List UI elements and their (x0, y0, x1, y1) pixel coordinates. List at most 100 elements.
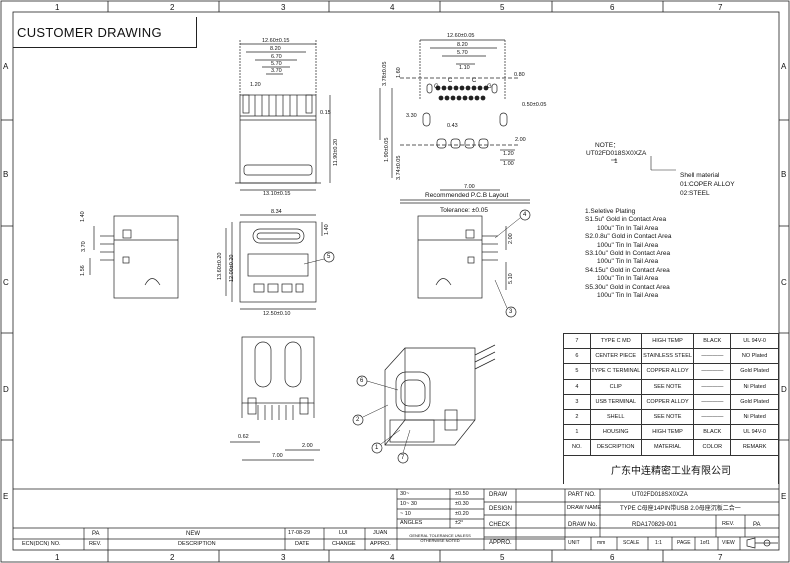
plating-line: 100u" Tin In Tail Area (597, 258, 659, 266)
unit-label: UNIT (568, 540, 580, 546)
top-view (235, 40, 331, 191)
rev-row-change: LUI (339, 530, 348, 536)
page-value: 1of1 (700, 540, 710, 546)
bom-mat: SEE NOTE (640, 378, 695, 395)
rev-label-tb: REV. (722, 521, 735, 527)
dim-fr-834: 8.34 (271, 209, 282, 215)
zone-col-4-bottom: 4 (390, 553, 395, 562)
dim-pcb-110: 1.10 (459, 65, 470, 71)
plating-line: S2.0.8u" Gold in Contact Area (585, 233, 672, 241)
check-label: CHECK (489, 522, 511, 528)
dim-pcb-100: 1.00 (503, 161, 514, 167)
bom-remark: NO Plated (730, 348, 779, 365)
bom-no: 6 (563, 348, 591, 365)
dim-sl-156: 1.56 (80, 265, 86, 276)
zone-col-1-bottom: 1 (55, 553, 60, 562)
note-sub: 1 (614, 158, 618, 165)
tol-range-4: ANGLES (400, 520, 423, 526)
bom-mat: SEE NOTE (640, 408, 695, 426)
bom-color: ———— (693, 363, 732, 380)
tol-range-3: ~ 10 (400, 511, 411, 517)
rev-head-appro: APPRO. (370, 541, 391, 547)
bom-no: 2 (563, 408, 591, 426)
tol-note: GENERAL TOLERANCE UNLESS OTHERWISE NOTED (409, 533, 471, 543)
page-title: CUSTOMER DRAWING (17, 25, 162, 40)
pcb-letter-g2: G (487, 84, 492, 90)
tol-val-4: ±2° (455, 520, 464, 526)
zone-col-7-bottom: 7 (718, 553, 723, 562)
dim-pcb-374: 3.74±0.05 (396, 155, 402, 180)
bom-remark: Gold Plated (730, 363, 779, 380)
draw-name-value: TYPE C母座14PIN带USB 2.0母座沉板二合一 (620, 506, 741, 512)
rev-head-rev: REV. (89, 541, 102, 547)
bom-no: 1 (563, 424, 591, 441)
shell-material-02: 02:STEEL (680, 190, 710, 197)
bom-color: ———— (693, 378, 732, 395)
dim-top-bottom-width: 13.10±0.15 (263, 191, 291, 197)
zone-col-7: 7 (718, 3, 723, 12)
zone-col-3-bottom: 3 (281, 553, 286, 562)
title-block-lines (13, 488, 779, 550)
scale-label: SCALE (623, 540, 640, 546)
plating-line: 100u" Tin In Tail Area (597, 275, 659, 283)
bom-remark: UL 94V-0 (730, 332, 779, 350)
pcb-layout (379, 39, 530, 204)
bom-color: BLACK (693, 332, 732, 350)
bom-mat: COPPER ALLOY (640, 363, 695, 380)
bom-desc: CENTER PIECE (589, 348, 642, 365)
pcb-letter-c1: C (448, 78, 453, 84)
bom-color: ———— (693, 348, 732, 365)
rev-row-appro: JUAN (373, 530, 388, 536)
bom-remark: Gold Plated (730, 393, 779, 410)
zone-col-5-bottom: 5 (500, 553, 505, 562)
shell-material-01: 01:COPER ALLOY (680, 181, 735, 188)
pcb-letter-g1: G (434, 84, 439, 90)
callout-4-label: 4 (523, 212, 527, 218)
draw-label: DRAW (489, 492, 508, 498)
dim-fr-1360: 13.60±0.20 (217, 252, 223, 281)
zone-row-d: D (3, 385, 9, 394)
plating-notes: 1.Seletive Plating S1.5u" Gold in Contac… (585, 208, 672, 300)
note-label: NOTE： (595, 142, 620, 149)
rev-row-desc: NEW (186, 531, 200, 537)
dim-pcb-378: 3.78±0.05 (382, 61, 388, 86)
zone-col-3: 3 (281, 3, 286, 12)
rev-head-desc: DESCRIPTION (178, 541, 216, 547)
zone-col-1: 1 (55, 3, 60, 12)
page-label: PAGE (677, 540, 691, 546)
bom-desc: TYPE C MD (589, 332, 642, 350)
bom-mat: HIGH TEMP (640, 332, 695, 350)
callout-2-label: 2 (356, 417, 360, 423)
dim-top-015: 0.15 (320, 110, 331, 116)
bom-header-remark: REMARK (730, 439, 779, 456)
view-label: VIEW (722, 540, 735, 546)
dim-pcb-width: 12.60±0.05 (447, 33, 475, 39)
zone-row-c-right: C (781, 278, 787, 287)
note-part: UT02FD018SX0XZA (586, 150, 647, 157)
pcb-letter-c2: C (472, 78, 477, 84)
plating-line: S3.10u" Gold In Contact Area (585, 250, 671, 258)
dim-pcb-120: 1.20 (503, 151, 514, 157)
bom-mat: STAINLESS STEEL (640, 348, 695, 365)
dim-sr-510: 5.10 (508, 273, 514, 284)
bom-company-row: 广东中连精密工业有限公司 (563, 454, 779, 484)
callout-6-label: 6 (360, 378, 364, 384)
company-name: 广东中连精密工业有限公司 (563, 454, 779, 484)
dim-pcb-700: 7.00 (464, 184, 475, 190)
dim-pcb-050: 0.50±0.05 (522, 102, 547, 108)
rev-value-tb: PA (753, 522, 761, 528)
zone-col-4: 4 (390, 3, 395, 12)
plating-line: 100u" Tin In Tail Area (597, 224, 659, 232)
dim-bv-062: 0.62 (238, 434, 249, 440)
plating-line: 100u" Tin In Tail Area (597, 292, 659, 300)
dim-top-height: 11.90±0.20 (333, 138, 339, 166)
dim-bv-700: 7.00 (272, 453, 283, 459)
dim-pcb-160: 1.60 (396, 67, 402, 78)
bom-color: BLACK (693, 424, 732, 441)
unit-value: mm (597, 540, 606, 546)
callout-1 (371, 442, 383, 454)
